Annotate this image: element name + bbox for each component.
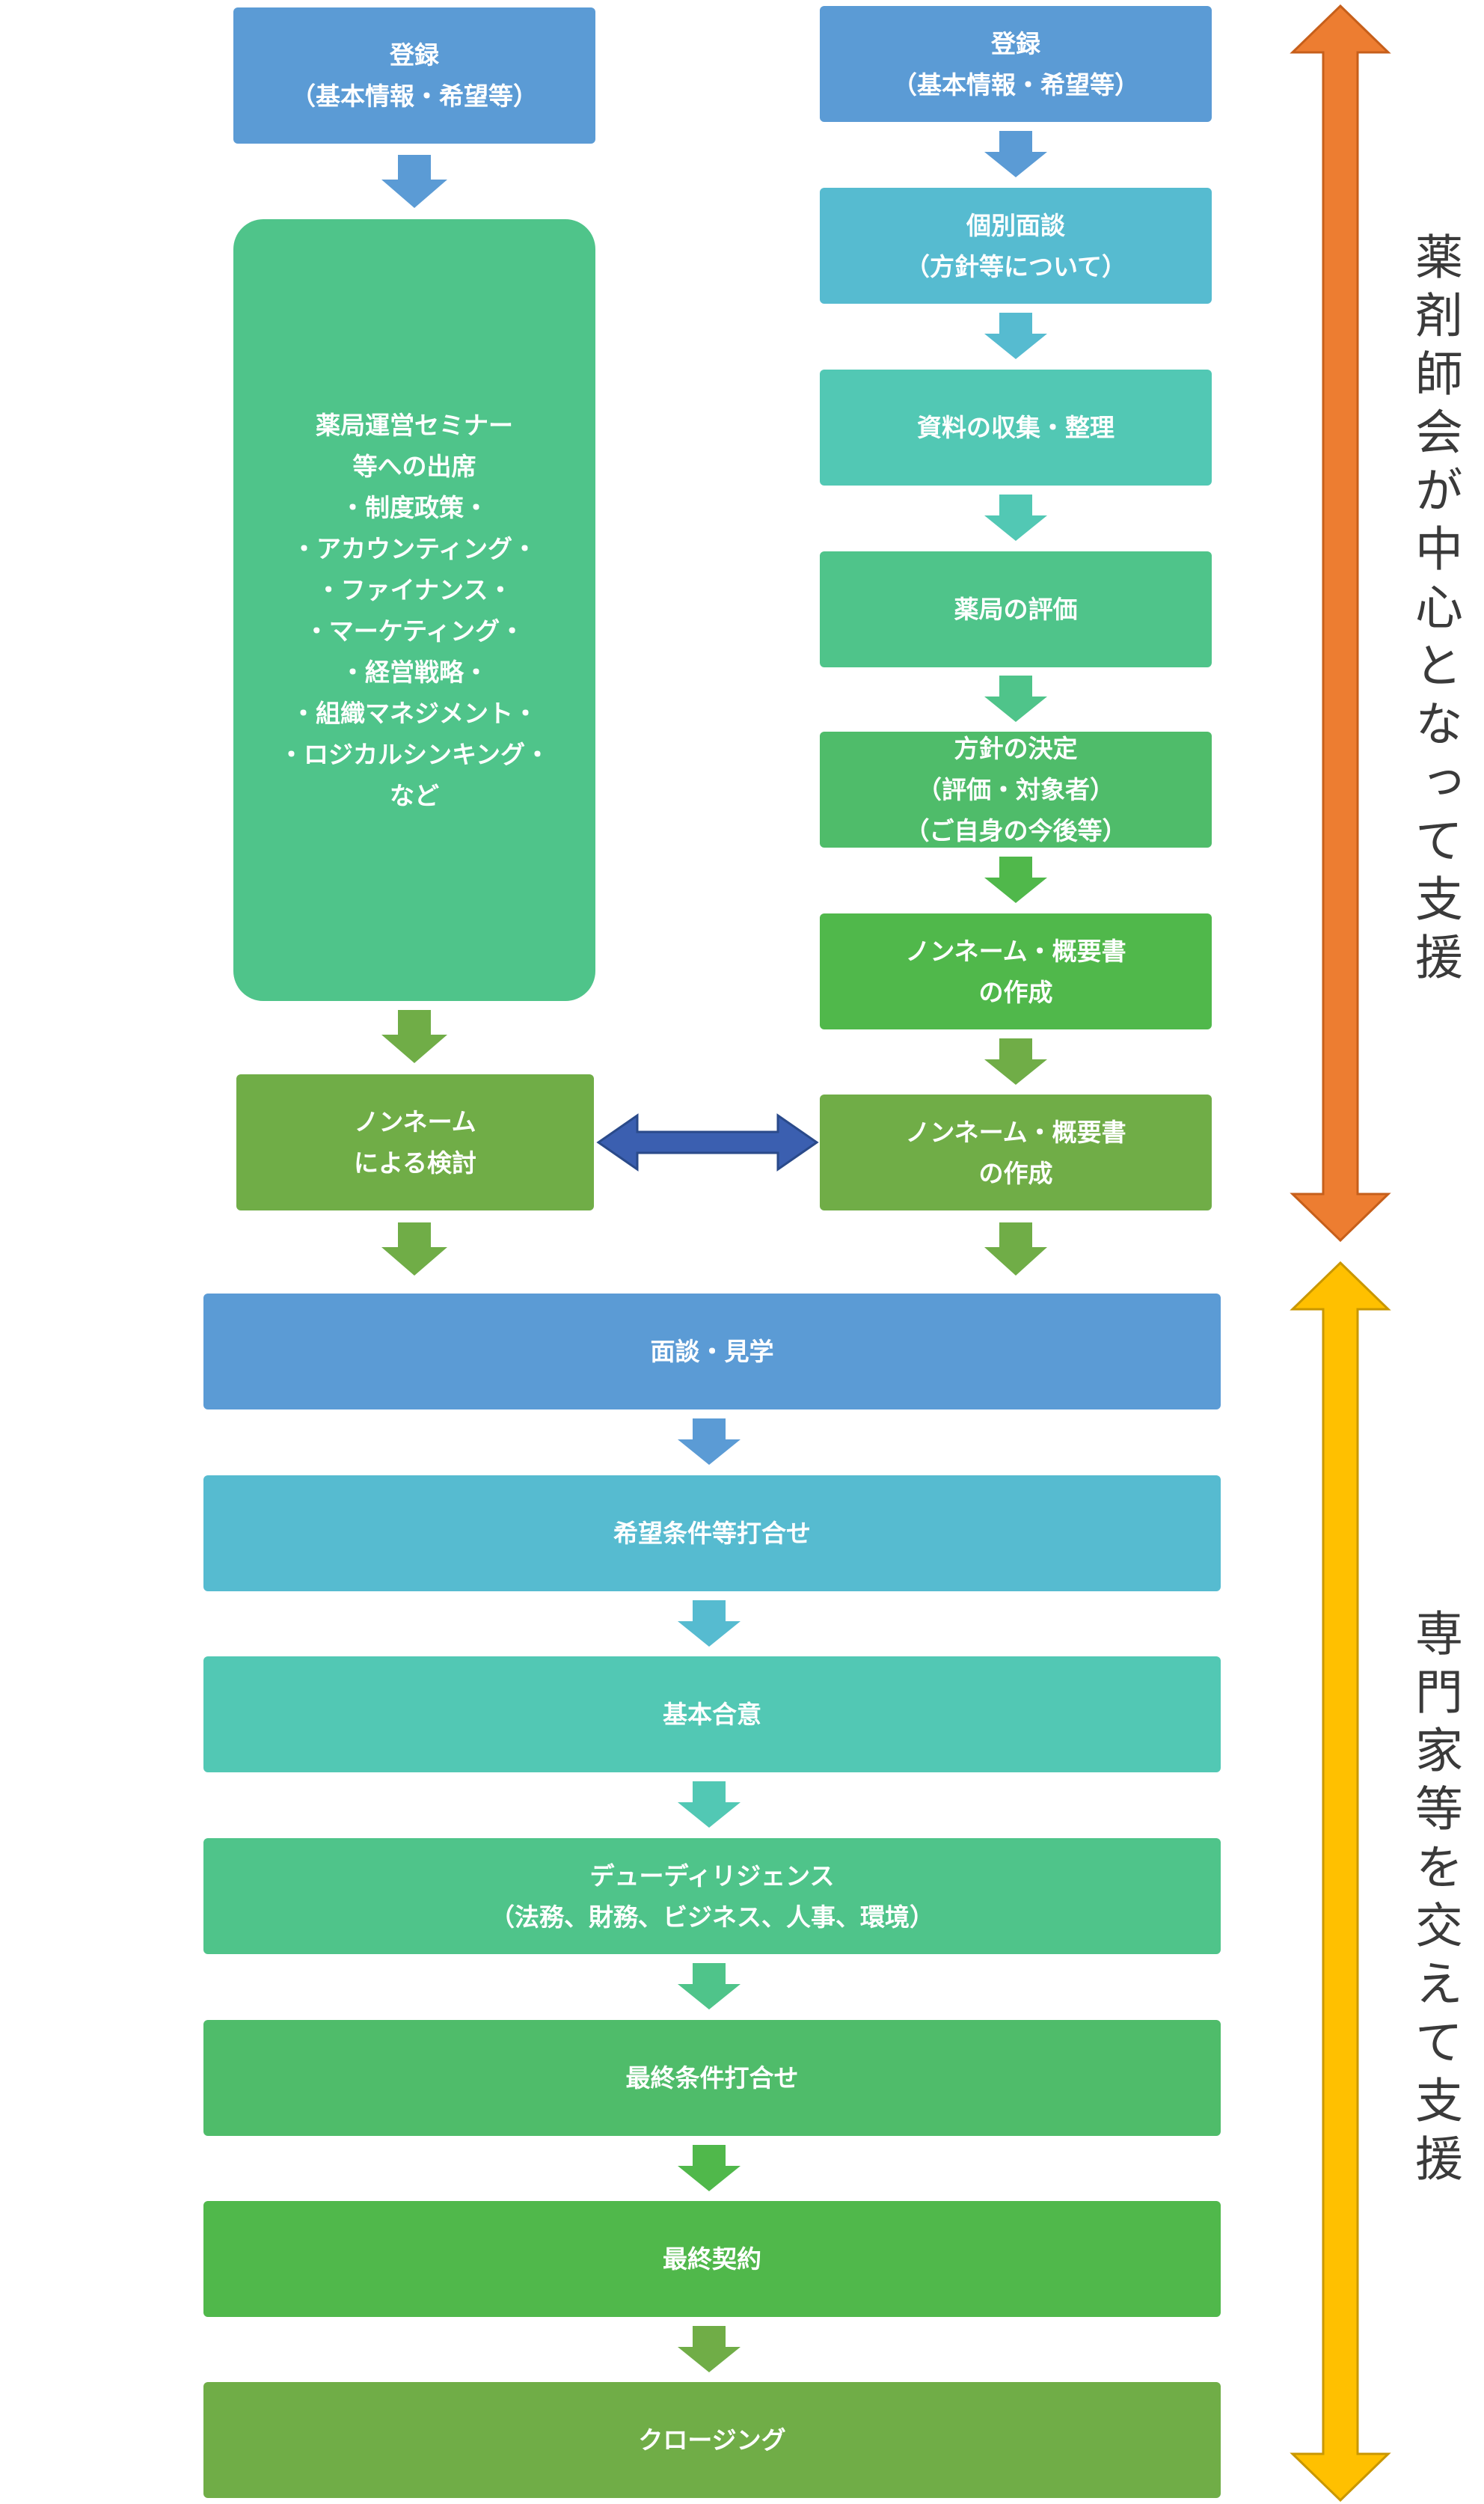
- down-arrow: [678, 1600, 741, 1647]
- closing-box: クロージング: [203, 2382, 1221, 2498]
- down-arrow: [678, 2326, 741, 2372]
- nonname-create-box-1: ノンネーム・概要書 の作成: [820, 913, 1212, 1029]
- down-arrow: [984, 131, 1047, 177]
- down-arrow: [678, 1781, 741, 1828]
- down-arrow: [381, 155, 447, 208]
- down-arrow: [381, 1222, 447, 1276]
- final-conditions-box: 最終条件打合せ: [203, 2020, 1221, 2136]
- down-arrow: [984, 1222, 1047, 1276]
- down-arrow: [984, 676, 1047, 722]
- nonname-review-box: ノンネーム による検討: [236, 1074, 594, 1210]
- lower-support-label: 専門家等を交えて支援: [1407, 1608, 1462, 2192]
- down-arrow: [678, 2145, 741, 2191]
- meeting-box: 面談・見学: [203, 1294, 1221, 1409]
- nonname-create-box-2: ノンネーム・概要書 の作成: [820, 1095, 1212, 1210]
- left-register-box: 登録 （基本情報・希望等）: [233, 7, 595, 144]
- double-arrow-yellow: [1290, 1261, 1391, 2503]
- final-contract-box: 最終契約: [203, 2201, 1221, 2317]
- down-arrow: [984, 1038, 1047, 1085]
- double-arrow-orange: [1290, 4, 1391, 1243]
- evaluate-box: 薬局の評価: [820, 551, 1212, 667]
- interview-box: 個別面談 （方針等について）: [820, 188, 1212, 304]
- down-arrow: [984, 495, 1047, 541]
- down-arrow: [678, 1418, 741, 1465]
- double-arrow-horizontal: [596, 1113, 819, 1172]
- basic-agreement-box: 基本合意: [203, 1656, 1221, 1772]
- collect-box: 資料の収集・整理: [820, 370, 1212, 486]
- upper-support-label: 薬剤師会が中心となって支援: [1407, 232, 1462, 991]
- down-arrow: [984, 857, 1047, 903]
- down-arrow: [381, 1010, 447, 1063]
- down-arrow: [984, 313, 1047, 359]
- seminar-box: 薬局運営セミナー 等への出席 ・制度政策・ ・アカウンティング・ ・ファイナンス…: [233, 219, 595, 1001]
- due-diligence-box: デューディリジェンス （法務、財務、ビジネス、人事、環境）: [203, 1838, 1221, 1954]
- right-register-box: 登録 （基本情報・希望等）: [820, 6, 1212, 122]
- policy-box: 方針の決定 （評価・対象者） （ご自身の今後等）: [820, 732, 1212, 848]
- conditions-box: 希望条件等打合せ: [203, 1475, 1221, 1591]
- down-arrow: [678, 1963, 741, 2009]
